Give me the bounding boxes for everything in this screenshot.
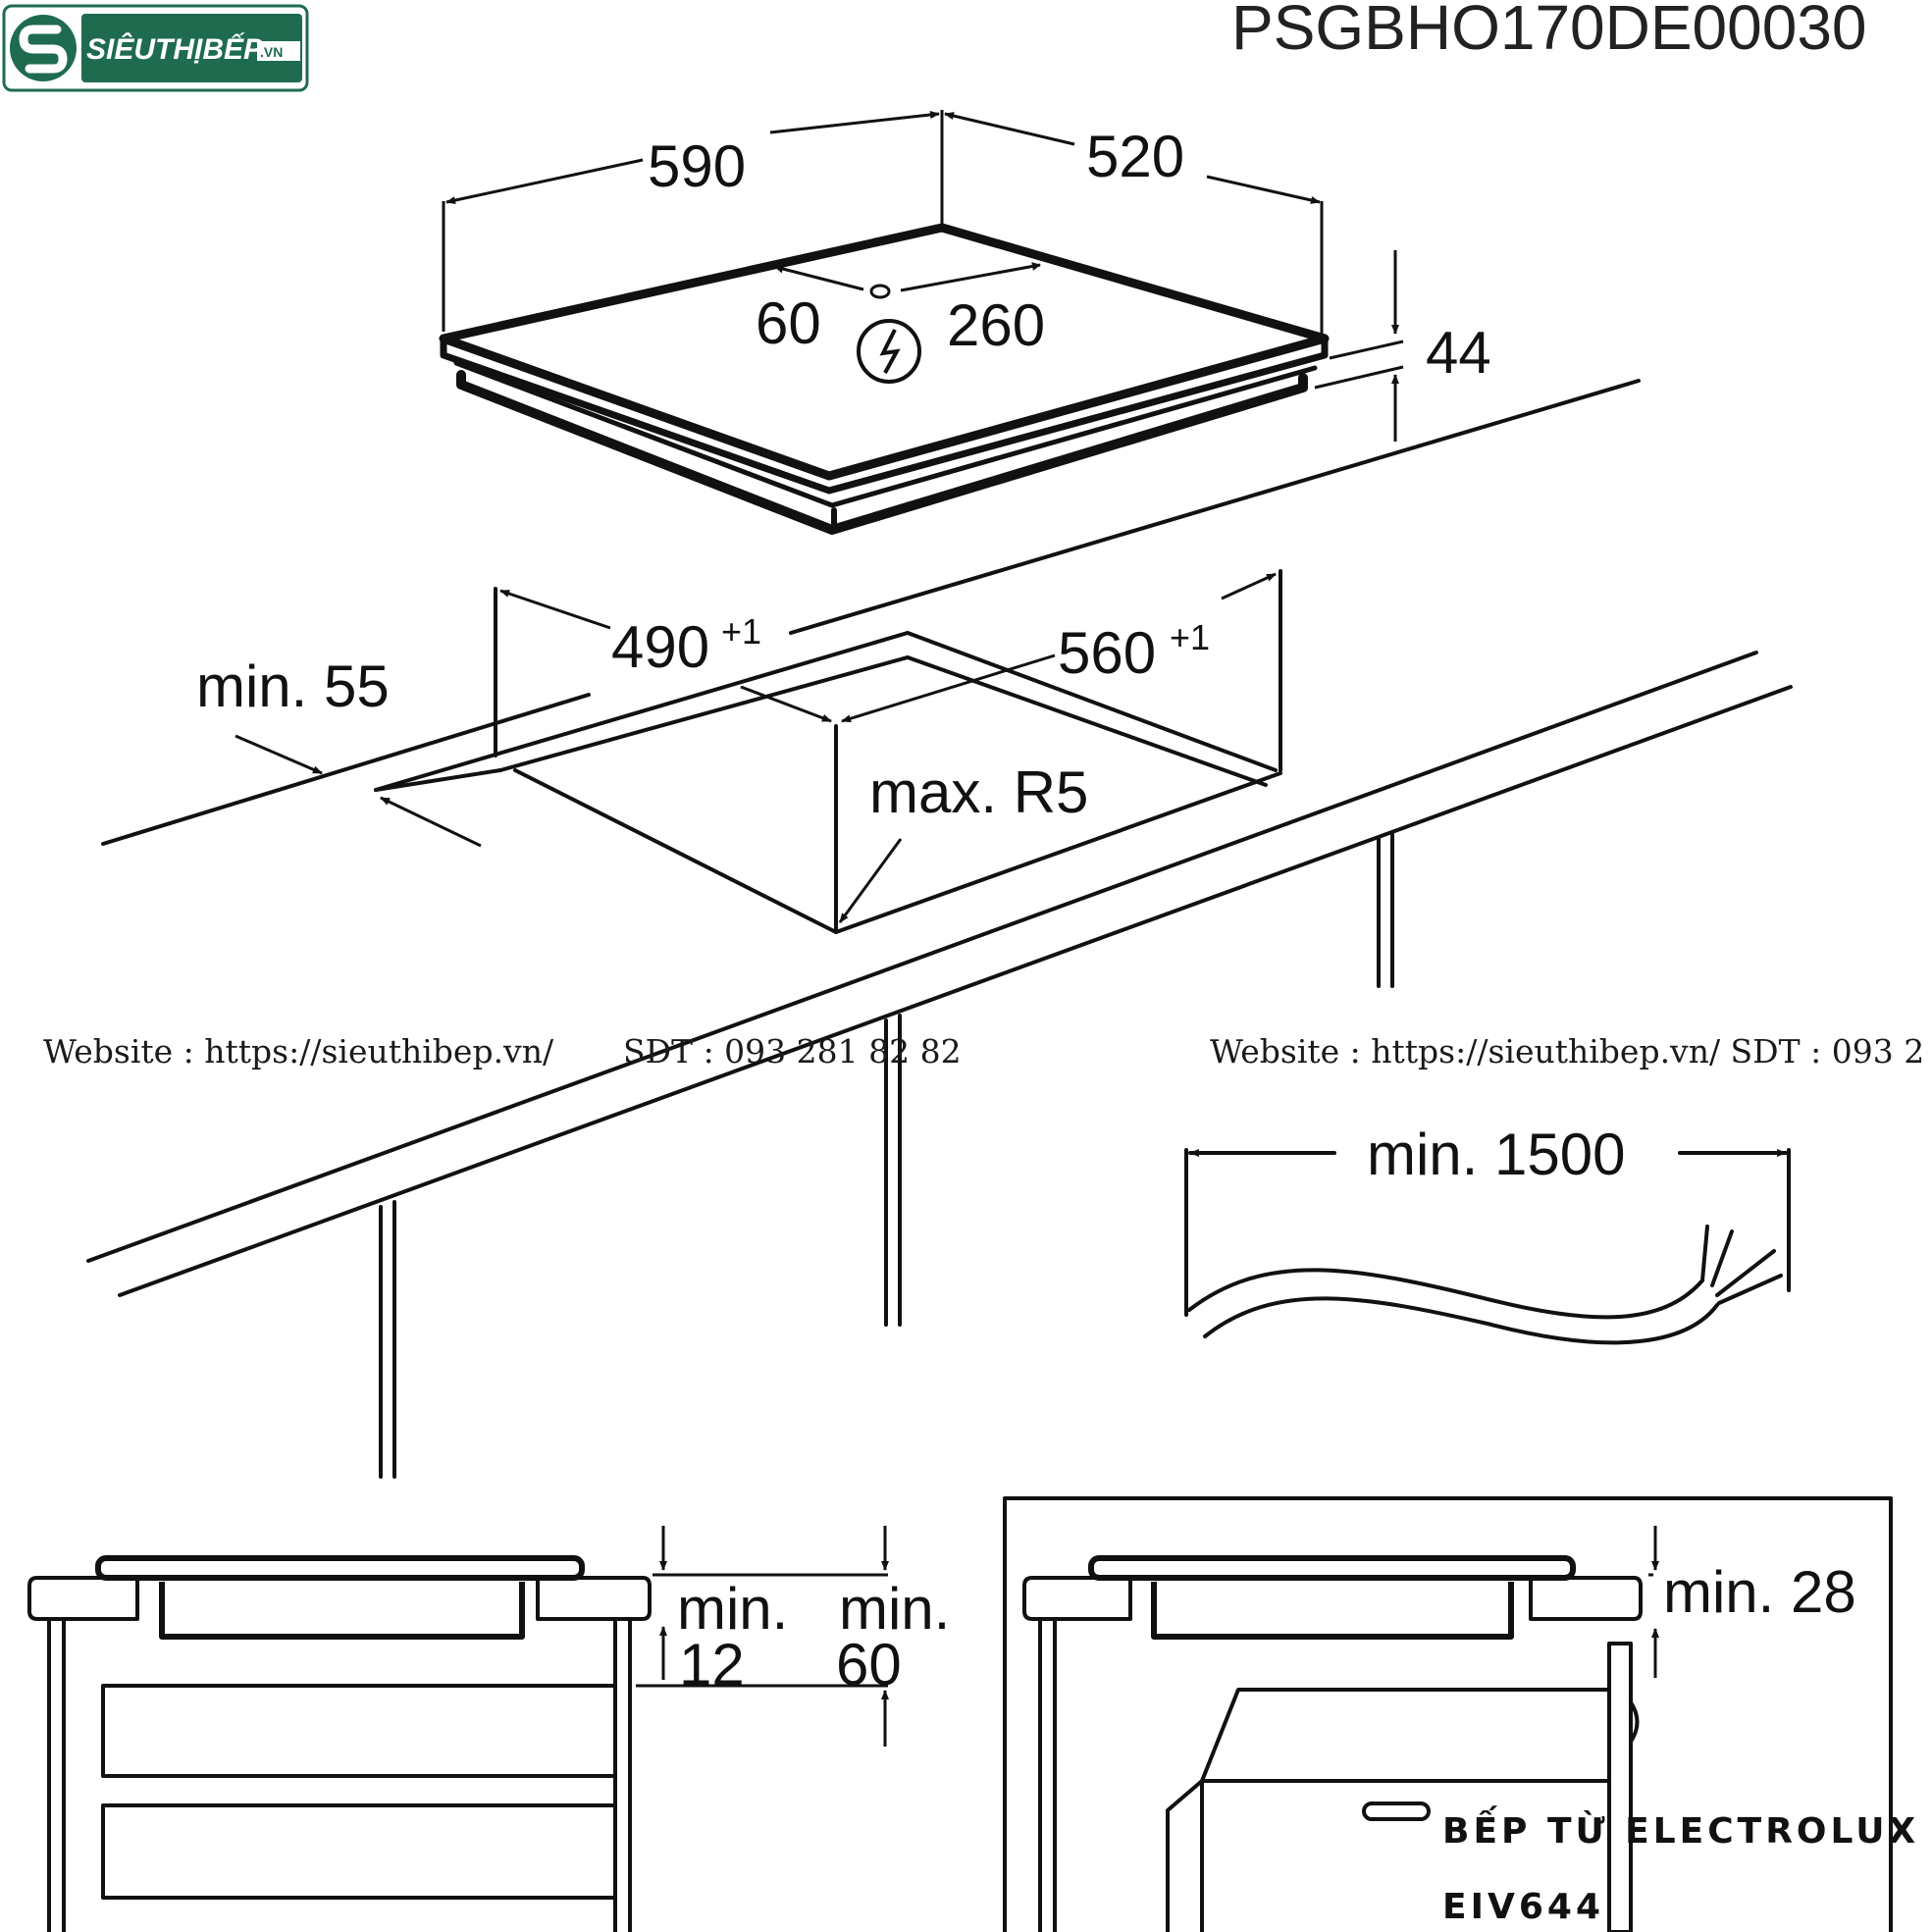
cutout-width-tolerance: +1 xyxy=(721,611,761,652)
logo-suffix-text: .VN xyxy=(260,44,283,60)
watermark-phone-left: SDT : 093 281 82 82 xyxy=(623,1032,962,1070)
product-name: BẾP TỪ ELECTROLUX xyxy=(1442,1805,1919,1852)
cable-drawing xyxy=(1184,1148,1791,1345)
section-left-min-a: min. xyxy=(677,1576,788,1642)
worktop-drawing xyxy=(86,379,1793,1479)
section-left-min-b: min. xyxy=(839,1576,950,1642)
hob-height-dimension xyxy=(1314,250,1404,442)
corner-radius-dimension xyxy=(838,838,903,923)
cutout-width-label: 490 xyxy=(611,614,709,680)
document-code: PSGBHO170DE00030 xyxy=(1231,0,1867,63)
section-left-value-a: 12 xyxy=(679,1632,745,1697)
connection-dimension xyxy=(774,262,1041,299)
connection-left-label: 60 xyxy=(756,290,821,356)
connection-right-label: 260 xyxy=(947,292,1045,358)
section-right-label: min. 28 xyxy=(1663,1559,1856,1625)
cutout-depth-label: 560 xyxy=(1058,620,1156,686)
cutout-depth-tolerance: +1 xyxy=(1170,617,1210,657)
hob-height-label: 44 xyxy=(1426,320,1491,386)
watermark-website-left: Website : https://sieuthibep.vn/ xyxy=(43,1032,554,1070)
section-right-drawing xyxy=(1003,1496,1893,1932)
brand-logo[interactable]: SIÊUTHỊBẾP .VN xyxy=(2,4,309,92)
front-edge-dimension xyxy=(235,734,482,848)
hob-width-label: 590 xyxy=(648,133,746,199)
front-edge-label: min. 55 xyxy=(196,653,390,719)
section-left-drawing xyxy=(27,1526,889,1932)
cable-length-label: min. 1500 xyxy=(1367,1122,1626,1187)
hob-depth-label: 520 xyxy=(1086,124,1184,189)
logo-brand-text: SIÊUTHỊBẾP xyxy=(86,32,264,66)
watermark-right: Website : https://sieuthibep.vn/ SDT : 0… xyxy=(1210,1032,1924,1070)
hob-drawing xyxy=(439,223,1330,535)
hob-width-dimension xyxy=(442,110,1324,339)
section-left-value-b: 60 xyxy=(836,1632,902,1697)
product-model: EIV644 xyxy=(1442,1887,1604,1927)
corner-radius-label: max. R5 xyxy=(869,759,1088,825)
cutout-dimensions xyxy=(499,572,1277,723)
electric-connection-icon xyxy=(857,319,921,384)
